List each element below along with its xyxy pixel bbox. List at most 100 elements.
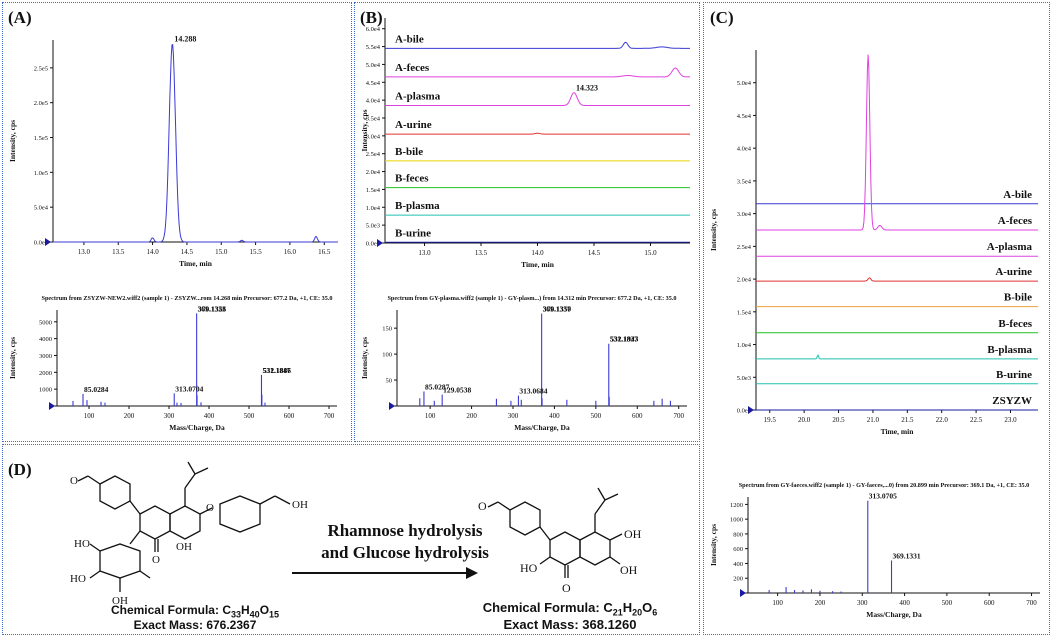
peak-label: 85.0287 xyxy=(425,382,450,391)
series-line xyxy=(385,92,690,106)
y-tick-label: 5.0e4 xyxy=(34,205,49,212)
series-label: B-bile xyxy=(1004,292,1032,304)
panel-label-b: (B) xyxy=(360,8,383,27)
y-tick-label: 600 xyxy=(733,546,743,553)
y-tick-label: 0.0e0 xyxy=(366,241,380,248)
peak-label: 369.1337 xyxy=(543,305,571,314)
product-formula-value: C21H20O6 xyxy=(603,600,658,618)
x-tick-label: 700 xyxy=(1026,599,1037,607)
origin-marker xyxy=(740,589,746,597)
reaction-arrow xyxy=(292,567,478,579)
series-label: A-urine xyxy=(395,119,432,131)
peak-label: 85.0284 xyxy=(84,385,109,394)
y-tick-label: 1.0e4 xyxy=(366,205,381,212)
y-tick-label: 5.0e4 xyxy=(366,62,381,69)
peak-label: 369.1331 xyxy=(893,552,921,561)
y-axis-label: Intensity, cps xyxy=(360,337,369,379)
series-line xyxy=(53,44,338,243)
panel-label-a: (A) xyxy=(8,8,32,27)
series-label: B-feces xyxy=(998,318,1032,330)
x-axis-label: Mass/Charge, Da xyxy=(169,423,225,432)
origin-marker xyxy=(45,238,51,246)
peak-label: 531.1847 xyxy=(262,366,290,375)
x-axis-label: Time, min xyxy=(521,260,555,269)
x-tick-label: 300 xyxy=(857,599,868,607)
x-axis-label: Mass/Charge, Da xyxy=(866,610,922,619)
peak-label: 532.1943 xyxy=(610,335,638,344)
spectrum-title: Spectrum from GY-faeces.wiff2 (sample 1)… xyxy=(739,482,1030,489)
x-tick-label: 500 xyxy=(942,599,953,607)
panel-label-c: (C) xyxy=(710,8,734,27)
x-tick-label: 22.5 xyxy=(970,416,983,424)
peak-label: 313.0684 xyxy=(519,387,547,396)
y-tick-label: 1000 xyxy=(39,387,52,394)
x-tick-label: 13.0 xyxy=(78,248,91,256)
x-tick-label: 15.0 xyxy=(215,248,228,256)
y-tick-label: 2.5e5 xyxy=(34,65,48,72)
panel-a xyxy=(2,2,352,442)
product-formula-label: Chemical Formula: xyxy=(482,600,604,615)
y-axis-label: Intensity, cps xyxy=(709,209,718,251)
peak-label: 370.1356 xyxy=(198,304,226,313)
y-tick-label: 50 xyxy=(386,378,393,385)
x-tick-label: 100 xyxy=(425,412,436,420)
atom-label: O xyxy=(70,475,78,487)
series-label: A-feces xyxy=(395,62,430,74)
x-axis-label: Time, min xyxy=(881,427,915,436)
x-tick-label: 13.5 xyxy=(112,248,125,256)
peak-label: 14.288 xyxy=(174,34,196,43)
series-label: B-urine xyxy=(395,227,431,239)
y-tick-label: 4.5e4 xyxy=(737,113,752,120)
y-tick-label: 1000 xyxy=(730,517,743,524)
x-tick-label: 23.0 xyxy=(1004,416,1017,424)
x-tick-label: 600 xyxy=(984,599,995,607)
x-tick-label: 700 xyxy=(673,412,684,420)
series-label: A-plasma xyxy=(395,91,441,103)
y-tick-label: 2.5e4 xyxy=(366,151,381,158)
y-tick-label: 800 xyxy=(733,531,743,538)
peak-label: 313.0705 xyxy=(869,492,897,501)
series-label: B-plasma xyxy=(987,344,1032,356)
series-line xyxy=(756,353,1038,360)
x-tick-label: 400 xyxy=(549,412,560,420)
series-line xyxy=(385,41,690,49)
y-tick-label: 0.0e0 xyxy=(34,240,48,247)
series-line xyxy=(756,277,1038,282)
y-tick-label: 150 xyxy=(382,326,392,333)
series-label: B-feces xyxy=(395,173,429,185)
reaction-line-2: and Glucose hydrolysis xyxy=(321,543,489,562)
x-tick-label: 19.5 xyxy=(764,416,777,424)
y-axis-label: Intensity, cps xyxy=(709,524,718,566)
chart-a-spectrum: Spectrum from ZSYZW-NEW2.wiff2 (sample 1… xyxy=(8,295,337,432)
y-tick-label: 4.5e4 xyxy=(366,80,381,87)
x-tick-label: 15.0 xyxy=(644,249,657,257)
spectrum-title: Spectrum from ZSYZW-NEW2.wiff2 (sample 1… xyxy=(42,295,333,302)
structure-parent-molecule: O O O OH OH HO HO OH xyxy=(70,461,308,606)
x-axis-label: Time, min xyxy=(179,259,213,268)
x-tick-label: 100 xyxy=(84,412,95,420)
y-tick-label: 5000 xyxy=(39,319,52,326)
parent-formula: Chemical Formula: C33H40O15 xyxy=(95,603,295,619)
chart-b-spectrum: Spectrum from GY-plasma.wiff2 (sample 1)… xyxy=(360,295,687,432)
atom-label: O xyxy=(562,581,571,595)
x-tick-label: 16.0 xyxy=(284,248,297,256)
y-tick-label: 1200 xyxy=(730,502,743,509)
series-label: A-plasma xyxy=(987,241,1033,253)
y-tick-label: 6.0e4 xyxy=(366,26,381,33)
x-tick-label: 20.5 xyxy=(832,416,845,424)
x-tick-label: 500 xyxy=(244,412,255,420)
x-tick-label: 700 xyxy=(324,412,335,420)
y-tick-label: 4.0e4 xyxy=(366,98,381,105)
x-tick-label: 100 xyxy=(772,599,783,607)
y-tick-label: 2.5e4 xyxy=(737,244,752,251)
y-tick-label: 2.0e4 xyxy=(737,277,752,284)
y-tick-label: 3.5e4 xyxy=(366,116,381,123)
atom-label: O xyxy=(152,554,160,566)
x-tick-label: 16.5 xyxy=(318,248,331,256)
y-tick-label: 200 xyxy=(733,576,743,583)
atom-label: O xyxy=(206,502,214,514)
panel-b xyxy=(354,2,700,442)
peak-label: 532.1886 xyxy=(263,366,291,375)
peak-label: 313.0704 xyxy=(175,384,203,393)
